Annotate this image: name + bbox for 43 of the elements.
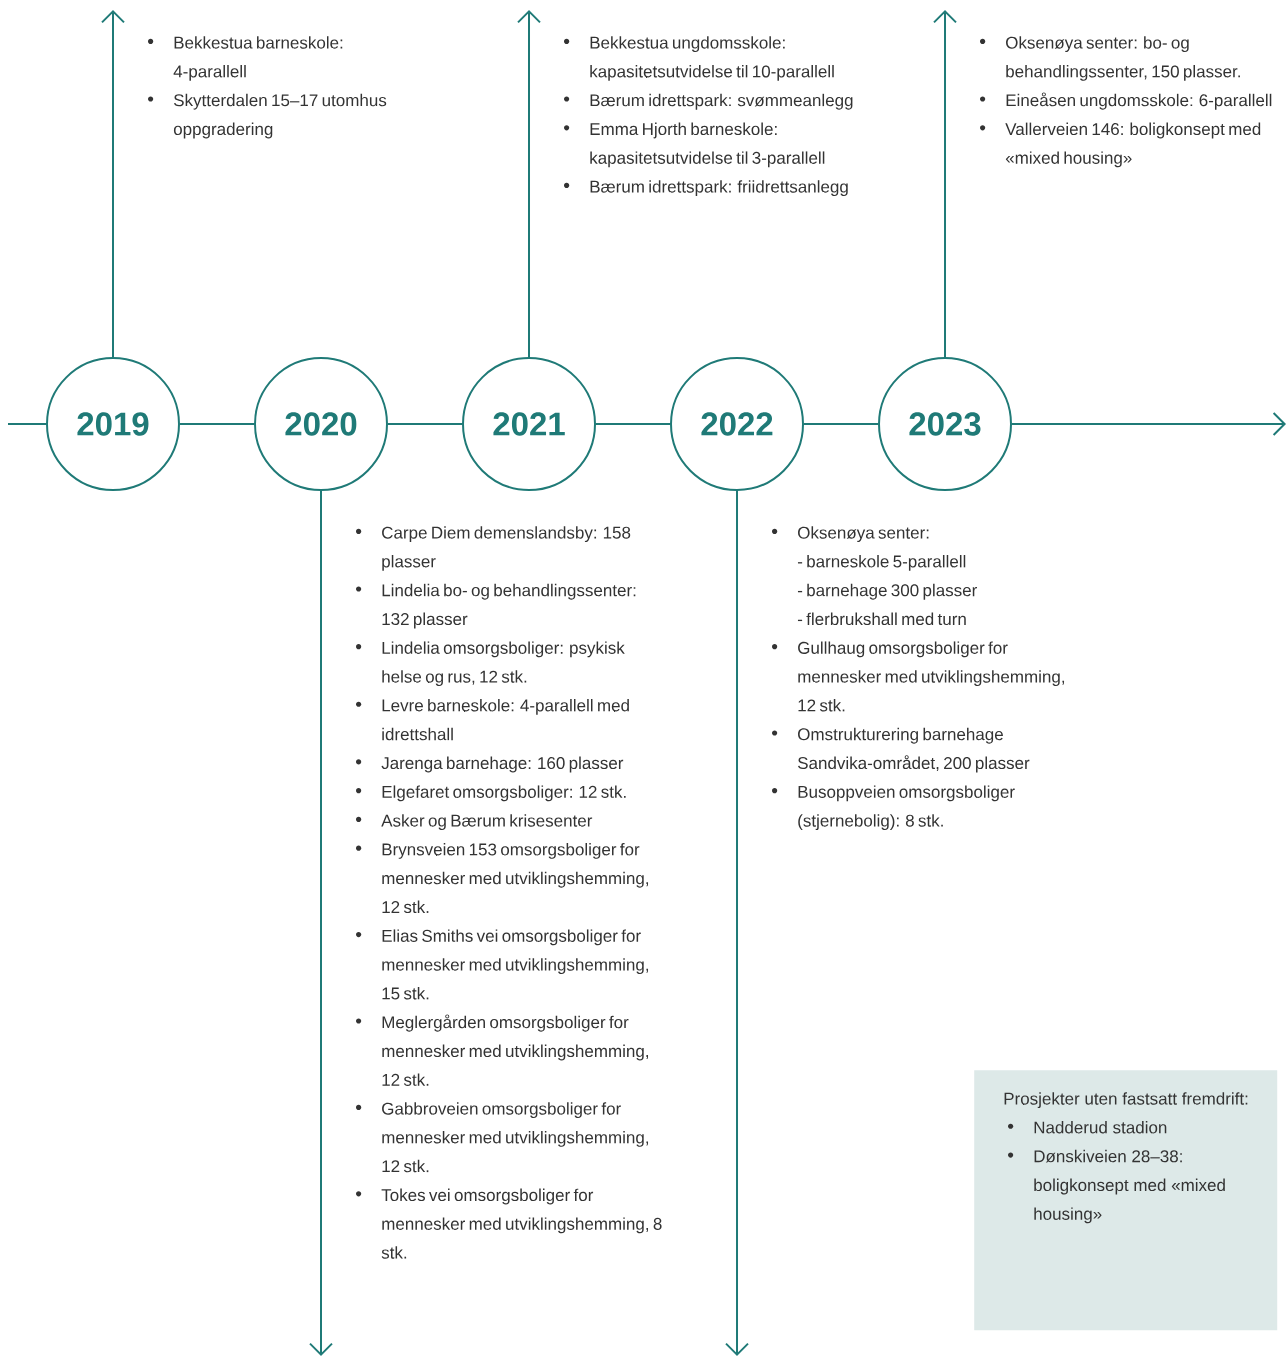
- bullet-item: Elgefaret omsorgsboliger: 12 stk.: [356, 785, 626, 802]
- timeline-line: [7, 423, 47, 425]
- timeline-line: [387, 423, 463, 425]
- bullet-item: Lindelia omsorgsboliger: psykisk helse og rus, 12 stk.: [356, 641, 625, 687]
- bullet-item: Eineåsen ungdomsskole: 6-parallell: [980, 92, 1272, 110]
- timeline-line: [595, 423, 671, 425]
- arrow: [101, 10, 125, 358]
- bullet-item: Carpe Diem demenslandsby: 158 plasser: [356, 526, 631, 571]
- box-heading: Prosjekter uten fastsatt fremdrift:: [1004, 1092, 1248, 1109]
- bullet-item: Skytterdalen 15–17 utomhus oppgradering: [148, 93, 387, 139]
- arrow: [725, 490, 749, 1356]
- bullet-item: Bærum idrettspark: friidrettsanlegg: [564, 180, 848, 197]
- arrow: [933, 10, 957, 358]
- list-line: - barnehage 300 plasser: [797, 583, 977, 600]
- bullet-item: Busoppveien omsorgsboliger (stjernebolig): 8 stk.: [772, 785, 1015, 831]
- bullet-item: Jarenga barnehage: 160 plasser: [356, 756, 624, 773]
- arrow: [1011, 412, 1286, 436]
- bullet-item: Gullhaug omsorgsboliger for mennesker med utviklingshemming, 12 stk.: [772, 641, 1065, 712]
- bullet-item: Meglergården omsorgsboliger for mennesker med utviklingshemming, 12 stk.: [356, 1014, 648, 1086]
- bullet-item: Emma Hjorth barneskole: kapasitetsutvidelse til 3-parallell: [564, 122, 825, 168]
- timeline-line: [803, 423, 879, 425]
- bullet-item: Bekkestua ungdomsskole: kapasitetsutvidelse til 10-parallell: [564, 36, 834, 81]
- bullet-item: Tokes vei omsorgsboliger for mennesker med utviklingshemming, 8 stk.: [356, 1188, 662, 1259]
- bullet-item: Vallerveien 146: boligkonsept med «mixed housing»: [980, 122, 1261, 168]
- bullet-item: Oksenøya senter: bo- og behandlingssenter, 150 plasser.: [980, 36, 1240, 81]
- arrow: [309, 490, 333, 1356]
- arrow: [517, 10, 541, 358]
- note-box: [974, 1070, 1278, 1331]
- list-line: - flerbrukshall med turn: [797, 612, 966, 626]
- timeline-line: [179, 423, 255, 425]
- bullet-item: Elias Smiths vei omsorgsboliger for mennesker med utviklingshemming, 15 stk.: [356, 929, 648, 1000]
- bullet-item: Asker og Bærum krisesenter: [356, 814, 593, 831]
- bullet-item: Omstrukturering barnehage Sandvika-området, 200 plasser: [772, 727, 1030, 773]
- bullet-item: Brynsveien 153 omsorgsboliger for mennesker med utviklingshemming, 12 stk.: [356, 843, 648, 914]
- bullet-item: Oksenøya senter:: [772, 526, 929, 543]
- list-line: - barneskole 5-parallell: [797, 555, 966, 571]
- bullet-item: Dønskiveien 28–38: boligkonsept med «mixed housing»: [1008, 1149, 1225, 1224]
- bullet-item: Nadderud stadion: [1008, 1121, 1167, 1134]
- bullet-item: Bærum idrettspark: svømmeanlegg: [564, 93, 853, 110]
- bullet-item: Gabbroveien omsorgsboliger for mennesker med utviklingshemming, 12 stk.: [356, 1102, 648, 1173]
- bullet-item: Bekkestua barneskole: 4-parallell: [148, 36, 343, 81]
- bullet-item: Lindelia bo- og behandlingssenter: 132 plasser: [356, 583, 636, 629]
- bullet-item: Levre barneskole: 4-parallell med idrettshall: [356, 699, 629, 741]
